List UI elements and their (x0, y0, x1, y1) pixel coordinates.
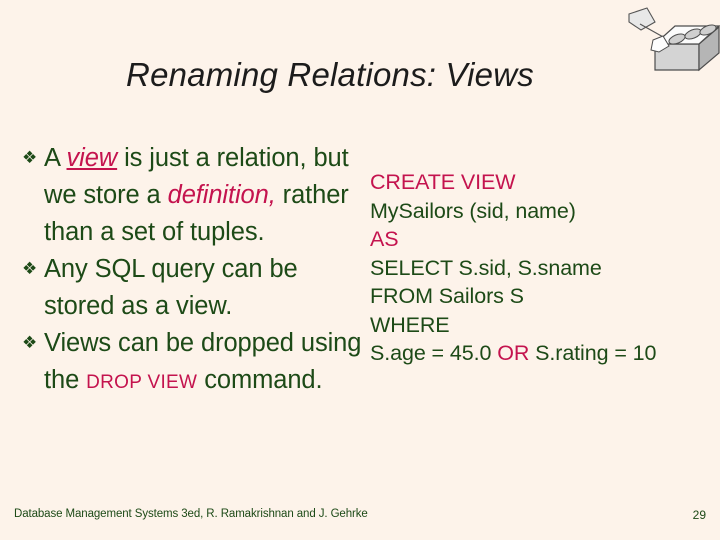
page-title: Renaming Relations: Views (126, 56, 534, 93)
bullet-text-1: A view is just a relation, but we store … (44, 140, 362, 251)
sql-line-7: S.age = 45.0 OR S.rating = 10 (370, 339, 715, 368)
diamond-bullet-icon: ❖ (22, 333, 38, 353)
sql-keyword-as: AS (370, 227, 399, 251)
block-hole-3 (699, 24, 717, 36)
concrete-block-and-trowel-graphic (627, 0, 720, 72)
list-item: ❖ Views can be dropped using the DROP VI… (22, 325, 362, 401)
sql-code-block: CREATE VIEW MySailors (sid, name) AS SEL… (370, 168, 715, 368)
bullet-3-seg-2: command. (197, 366, 323, 394)
sql-where-right: S.rating = 10 (529, 341, 657, 365)
sql-line-6: WHERE (370, 311, 715, 340)
sql-from-clause: FROM Sailors S (370, 284, 524, 308)
sql-line-2: MySailors (sid, name) (370, 197, 715, 226)
trowel-handle-line (639, 23, 666, 39)
trowel-blade-shape (628, 7, 656, 31)
bullet-text-3: Views can be dropped using the DROP VIEW… (44, 325, 362, 401)
block-illustration-svg (628, 7, 720, 72)
sql-where-left: S.age = 45.0 (370, 341, 498, 365)
sql-line-1: CREATE VIEW (370, 168, 715, 197)
page-number: 29 (692, 508, 706, 522)
bullet-1-seg-definition: definition, (167, 181, 276, 209)
bullet-3-seg-0: Views can be dropped using the (44, 329, 362, 394)
sql-keyword-create-view: CREATE VIEW (370, 170, 516, 194)
sql-line-3: AS (370, 225, 715, 254)
bullet-list: ❖ A view is just a relation, but we stor… (22, 140, 362, 401)
diamond-bullet-icon: ❖ (22, 259, 38, 279)
footer-credit: Database Management Systems 3ed, R. Rama… (14, 508, 368, 520)
sql-select-clause: SELECT S.sid, S.sname (370, 255, 602, 280)
sql-view-name-and-columns: MySailors (sid, name) (370, 198, 576, 223)
list-item: ❖ A view is just a relation, but we stor… (22, 140, 362, 251)
bullet-2-seg-0: Any SQL query can be stored as a view. (44, 255, 298, 320)
sql-keyword-or: OR (497, 341, 530, 365)
sql-where-keyword: WHERE (370, 312, 450, 337)
sql-line-4: SELECT S.sid, S.sname (370, 254, 715, 283)
bullet-1-seg-view: view (66, 144, 118, 172)
list-item: ❖ Any SQL query can be stored as a view. (22, 251, 362, 325)
bullet-1-seg-2: is just a relation, but we store a (44, 144, 349, 209)
mortar-splash-shape (650, 35, 670, 53)
bullet-text-2: Any SQL query can be stored as a view. (44, 251, 362, 325)
bullet-1-seg-4: rather than a set of tuples. (44, 181, 349, 246)
diamond-bullet-icon: ❖ (22, 148, 38, 168)
sql-line-5: FROM Sailors S (370, 282, 715, 311)
bullet-1-seg-0: A (44, 144, 67, 172)
bullet-3-seg-drop-view: DROP VIEW (86, 372, 198, 393)
